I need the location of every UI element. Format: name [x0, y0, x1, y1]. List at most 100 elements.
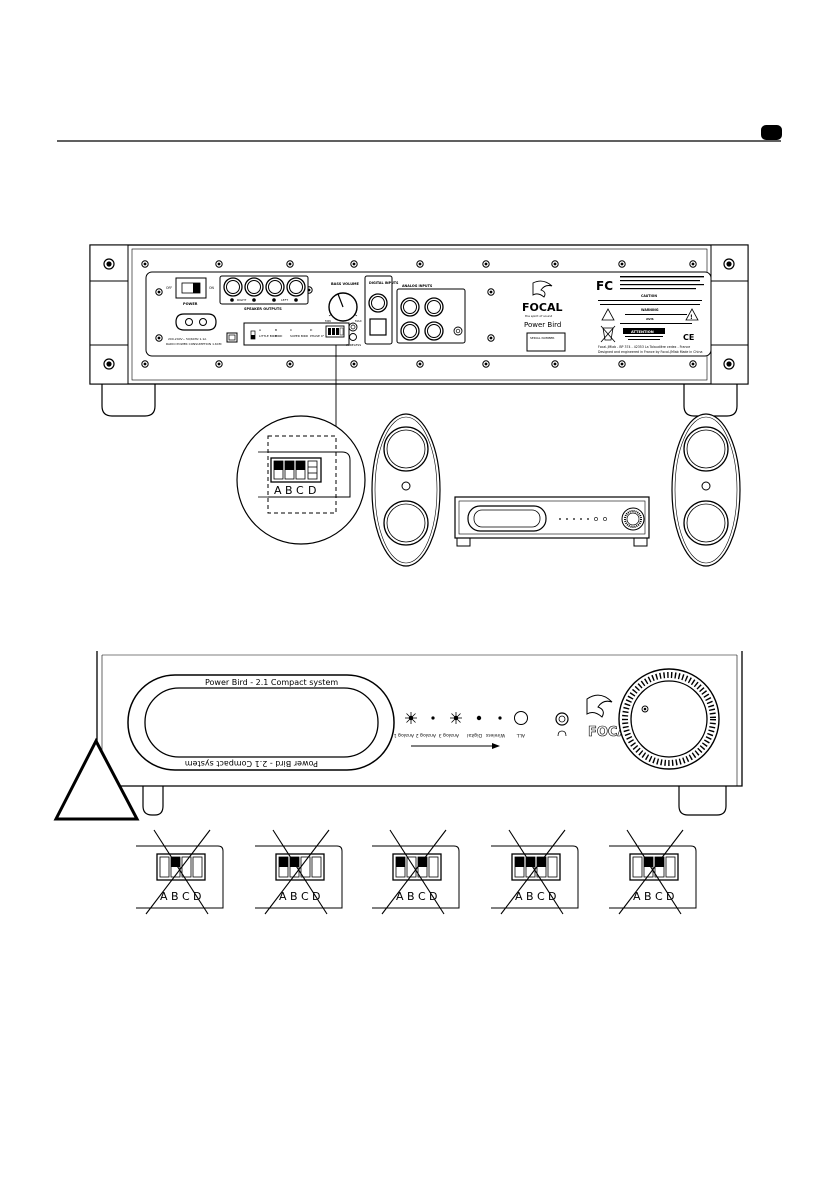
dip-example-switch-on [290, 857, 299, 867]
dip-example-label-c: C [182, 890, 190, 903]
cross-line-b [626, 829, 682, 915]
dip-switch-strip [243, 322, 350, 346]
dip-example-switch [406, 856, 417, 878]
brand-name: FOCAL [522, 301, 562, 314]
dip-example-switch-on [644, 857, 653, 867]
indicator-label-analog2: Analog 2 [416, 732, 436, 738]
power-on-label: ON [209, 286, 215, 290]
manufacturer-address: Focal-JMlab - BP 374 - 42353 La Talaudiè… [598, 345, 690, 349]
mains-socket[interactable] [175, 313, 217, 331]
analog-input-2-right[interactable] [424, 321, 444, 341]
dip-opt-little-bird: LITTLE BIRD [259, 334, 278, 338]
regulatory-label: FC CAUTION WARNING AVIS ! ATTENTION CE F… [596, 276, 704, 354]
dip-example-label-a: A [279, 890, 287, 903]
mains-rating: 200-240V~ 50/60Hz 1.1A [168, 337, 207, 341]
warning-triangle-icon [53, 737, 140, 821]
mains-consumption: RADIO POWER CONSUMPTION 1.6CM [166, 342, 222, 346]
indicator-label-wireless: Wireless [485, 732, 505, 738]
headphone-jack[interactable] [555, 712, 569, 726]
power-label: POWER [183, 302, 198, 306]
dip-example-label-c: C [655, 890, 663, 903]
dip-example-switch-on [526, 857, 535, 867]
left-label: LEFT [281, 298, 288, 302]
analog-inputs-label: ANALOG INPUTS [402, 284, 433, 288]
dip-zoom-label-c: C [296, 484, 304, 497]
cross-line-a [618, 829, 684, 915]
speaker-output-right-minus[interactable] [244, 277, 264, 297]
wireless-label: WIRELESS [346, 343, 361, 347]
svg-text:!: ! [690, 314, 693, 321]
indicator-analog1-lit-icon [404, 711, 418, 725]
dip-example-switch-on [515, 857, 524, 867]
rear-panel: OFF ON POWER 200-240V~ 50/60Hz 1.1A RADI… [89, 244, 749, 417]
bass-max-label: MAX [355, 319, 362, 323]
serial-number-label: SERIAL NUMBER [530, 336, 555, 340]
indicator-label-all: ALL [516, 732, 525, 738]
analog-input-3-jack[interactable] [453, 326, 463, 336]
speaker-output-right-plus[interactable] [223, 277, 243, 297]
dip-zoom-label-b: B [285, 484, 293, 497]
front-focal-logo-icon [586, 694, 613, 718]
cross-line-a [264, 829, 330, 915]
right-label: RIGHT [237, 298, 247, 302]
model-name: Power Bird [524, 321, 561, 329]
dip-opt-bird: BIRD [275, 334, 283, 338]
dip-opt-super-bird: SUPER BIRD [290, 334, 309, 338]
cross-line-b [389, 829, 445, 915]
dip-example-label-b: B [407, 890, 415, 903]
dip-example-label-b: B [290, 890, 298, 903]
bass-min-label: MIN [325, 319, 331, 323]
cross-line-b [508, 829, 564, 915]
dip-strip-d: D [310, 328, 313, 332]
dip-example-switch [665, 856, 676, 878]
front-panel: Power Bird - 2.1 Compact system Power Bi… [96, 651, 743, 816]
analog-input-2-left[interactable] [424, 297, 444, 317]
right-speaker [671, 413, 741, 567]
cross-line-a [145, 829, 211, 915]
speaker-outputs-label: SPEAKER OUTPUTS [244, 307, 282, 311]
select-all-button[interactable] [514, 711, 528, 725]
dip-example-switch [311, 856, 322, 878]
dip-example-switch [159, 856, 170, 878]
indicator-label-digital: Digital [467, 732, 482, 738]
avis-heading: AVIS [646, 317, 654, 321]
fcc-logo: FC [596, 279, 613, 293]
dip-example-label-c: C [418, 890, 426, 903]
cross-line-b [153, 829, 209, 915]
dip-example-label-a: A [633, 890, 641, 903]
volume-knob[interactable] [618, 668, 720, 770]
dip-strip-a: A [259, 328, 262, 332]
speaker-output-left-minus[interactable] [286, 277, 306, 297]
analog-input-1-right[interactable] [400, 321, 420, 341]
dip-strip-b: B [275, 328, 277, 332]
display-top-text: Power Bird - 2.1 Compact system [205, 678, 338, 687]
dip-switch-zoom: A B C D [236, 415, 366, 545]
dip-example-switch-on [279, 857, 288, 867]
cross-line-a [500, 829, 566, 915]
language-tab [761, 125, 782, 140]
speaker-output-left-plus[interactable] [265, 277, 285, 297]
dip-example-label-a: A [396, 890, 404, 903]
bass-volume-knob[interactable] [328, 292, 358, 322]
headphone-icon [557, 730, 567, 737]
dip-example-label-b: B [644, 890, 652, 903]
coaxial-input[interactable] [368, 293, 388, 313]
dip-example-label-b: B [171, 890, 179, 903]
dip-zoom-label-d: D [308, 484, 316, 497]
analog-input-1-left[interactable] [400, 297, 420, 317]
optical-input[interactable] [369, 318, 387, 336]
dip-example-switch-on [655, 857, 664, 867]
left-speaker [371, 413, 441, 567]
ce-mark: CE [683, 333, 694, 342]
warning-heading: WARNING [641, 308, 659, 312]
indicator-label-analog3: Analog 3 [439, 732, 459, 738]
focal-logo-icon [532, 280, 553, 298]
dip-example-label-c: C [537, 890, 545, 903]
brand-tagline: the spirit of sound [525, 314, 552, 318]
